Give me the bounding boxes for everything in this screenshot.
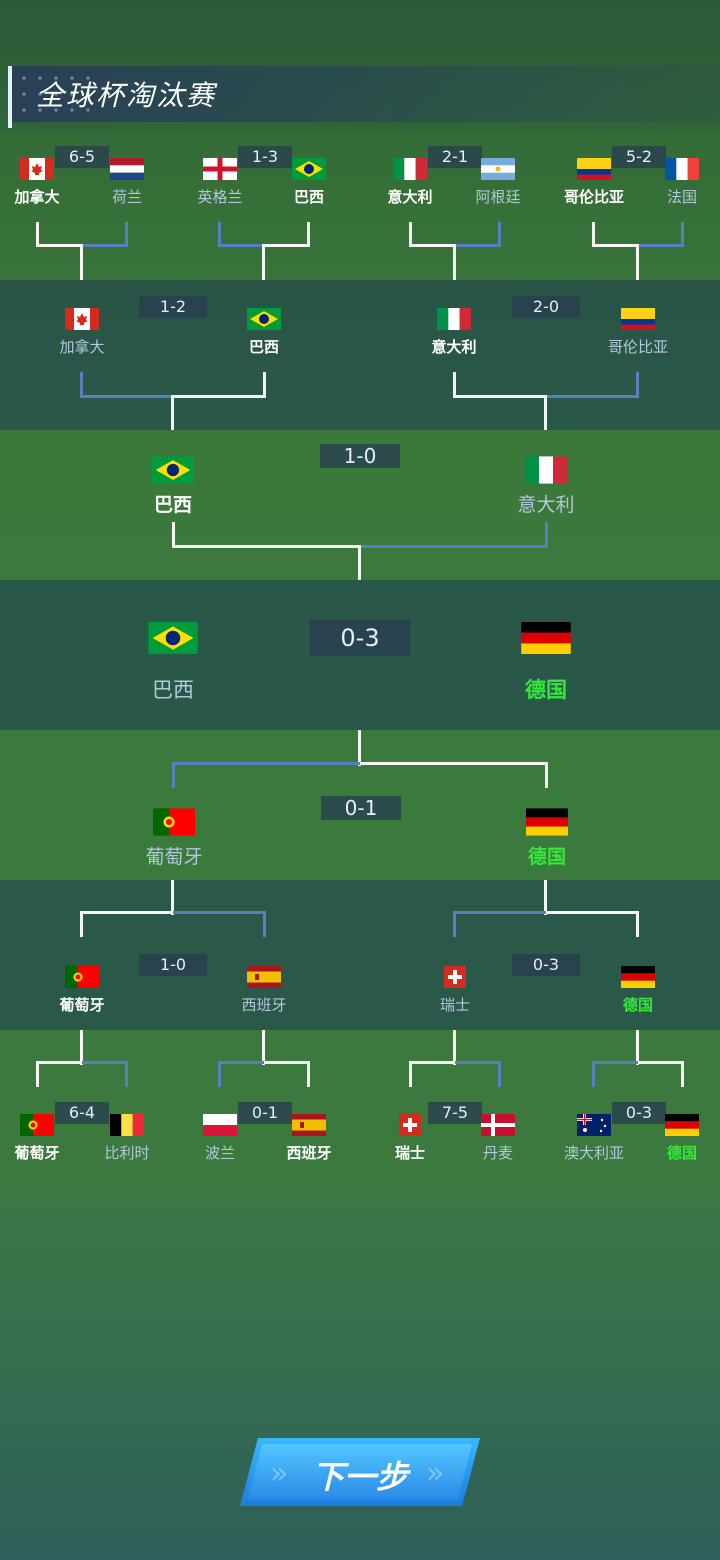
flag-brazil-icon (152, 456, 194, 484)
match-score: 0-3 (612, 1102, 666, 1124)
match-score: 1-2 (139, 296, 207, 318)
team-winner: 意大利 (418, 308, 490, 357)
flag-portugal-icon (20, 1114, 54, 1136)
flag-belgium-icon (110, 1114, 144, 1136)
team-loser: 丹麦 (468, 1114, 528, 1163)
flag-canada-icon (20, 158, 54, 180)
next-step-button[interactable]: » » 下一步 (240, 1438, 480, 1506)
flag-spain-icon (247, 966, 281, 988)
flag-denmark-icon (481, 1114, 515, 1136)
team-winner: 巴西 (228, 308, 300, 357)
team-loser: 阿根廷 (466, 158, 530, 207)
flag-poland-icon (203, 1114, 237, 1136)
flag-italy-icon (525, 456, 567, 484)
flag-germany-icon (526, 808, 568, 836)
flag-england-icon (203, 158, 237, 180)
match-score: 2-1 (428, 146, 482, 168)
flag-italy-icon (393, 158, 427, 180)
match-score: 6-5 (55, 146, 109, 168)
team-loser: 哥伦比亚 (596, 308, 680, 357)
team-winner: 葡萄牙 (46, 966, 118, 1015)
team-loser: 葡萄牙 (128, 808, 220, 869)
final-score: 0-3 (310, 620, 410, 656)
flag-brazil-icon (292, 158, 326, 180)
flag-argentina-icon (481, 158, 515, 180)
flag-switzerland-icon (399, 1114, 421, 1136)
flag-brazil-icon (247, 308, 281, 330)
flag-germany-icon (665, 1114, 699, 1136)
chevron-right-icon: » (270, 1456, 289, 1491)
flag-australia-icon (577, 1114, 611, 1136)
button-face (248, 1444, 472, 1500)
team-loser: 意大利 (500, 456, 592, 517)
team-loser: 英格兰 (188, 158, 252, 207)
match-score: 1-0 (320, 444, 400, 468)
flag-italy-icon (437, 308, 471, 330)
flag-germany-icon (521, 622, 571, 654)
flag-canada-icon (65, 308, 99, 330)
team-finalist: 巴西 (128, 622, 218, 704)
page-title: 全球杯淘汰赛 (36, 79, 217, 112)
flag-germany-icon (621, 966, 655, 988)
team-loser: 澳大利亚 (556, 1114, 632, 1163)
team-winner: 德国 (602, 966, 674, 1015)
next-step-label: 下一步 (311, 1458, 408, 1496)
flag-spain-icon (292, 1114, 326, 1136)
star-pattern-icon (16, 70, 96, 120)
match-score: 2-0 (512, 296, 580, 318)
team-winner: 西班牙 (276, 1114, 342, 1163)
match-score: 7-5 (428, 1102, 482, 1124)
match-score: 1-0 (139, 954, 207, 976)
flag-colombia-icon (621, 308, 655, 330)
match-score: 0-1 (238, 1102, 292, 1124)
team-winner: 加拿大 (6, 158, 68, 207)
match-score: 0-3 (512, 954, 580, 976)
team-loser: 加拿大 (46, 308, 118, 357)
flag-switzerland-icon (444, 966, 466, 988)
flag-colombia-icon (577, 158, 611, 180)
team-loser: 法国 (650, 158, 714, 207)
team-winner: 意大利 (378, 158, 442, 207)
team-winner: 德国 (507, 808, 587, 869)
team-loser: 西班牙 (228, 966, 300, 1015)
match-score: 1-3 (238, 146, 292, 168)
header-background (8, 66, 720, 122)
page-header: 全球杯淘汰赛 (8, 66, 720, 128)
flag-netherlands-icon (110, 158, 144, 180)
team-winner: 巴西 (278, 158, 340, 207)
chevron-right-icon: » (426, 1456, 445, 1491)
team-champion: 德国 (501, 622, 591, 704)
team-winner: 德国 (652, 1114, 712, 1163)
team-loser: 瑞士 (420, 966, 490, 1015)
flag-portugal-icon (153, 808, 195, 836)
match-score: 0-1 (321, 796, 401, 820)
team-loser: 荷兰 (96, 158, 158, 207)
flag-france-icon (665, 158, 699, 180)
flag-brazil-icon (148, 622, 198, 654)
flag-portugal-icon (65, 966, 99, 988)
team-loser: 波兰 (188, 1114, 252, 1163)
match-score: 5-2 (612, 146, 666, 168)
team-winner: 哥伦比亚 (556, 158, 632, 207)
header-accent-bar (8, 66, 12, 128)
team-winner: 瑞士 (380, 1114, 440, 1163)
team-winner: 葡萄牙 (6, 1114, 68, 1163)
match-score: 6-4 (55, 1102, 109, 1124)
team-winner: 巴西 (133, 456, 213, 517)
team-loser: 比利时 (92, 1114, 162, 1163)
